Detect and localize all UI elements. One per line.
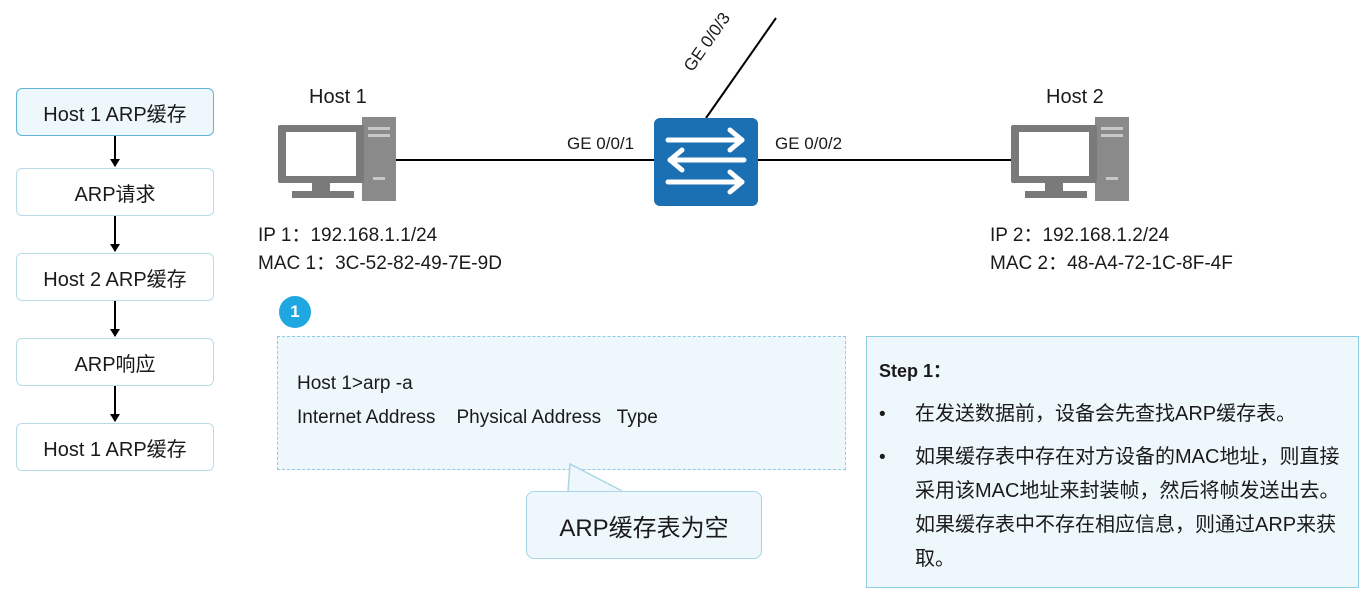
flow-step-arp-reply: ARP响应 — [16, 338, 214, 386]
step-number-badge: 1 — [279, 296, 311, 328]
cli-command: Host 1>arp -a — [297, 373, 413, 394]
flow-arrow — [110, 301, 120, 337]
host1-computer-icon — [278, 117, 396, 201]
flow-step-arp-request: ARP请求 — [16, 168, 214, 216]
flow-step-host1-cache: Host 1 ARP缓存 — [16, 88, 214, 136]
step-description-panel: Step 1： • 在发送数据前，设备会先查找ARP缓存表。 • 如果缓存表中存… — [866, 336, 1359, 588]
flow-arrow — [110, 386, 120, 422]
flow-arrow — [110, 136, 120, 167]
switch-icon — [654, 118, 758, 206]
bullet-dot: • — [879, 404, 886, 425]
interface-ge001: GE 0/0/1 — [567, 134, 635, 153]
host2-computer-icon — [1011, 117, 1129, 201]
host1-ip: IP 1：192.168.1.1/24 — [258, 225, 438, 246]
callout-pointer — [567, 462, 625, 494]
bullet-dot: • — [879, 447, 886, 468]
flow-step-host2-cache: Host 2 ARP缓存 — [16, 253, 214, 301]
cli-table-header: Internet Address Physical Address Type — [297, 407, 658, 428]
host1-mac: MAC 1：3C-52-82-49-7E-9D — [258, 253, 502, 274]
host2-name: Host 2 — [1046, 86, 1104, 108]
link-switch-uplink — [705, 17, 777, 119]
step-title: Step 1： — [879, 361, 952, 381]
flow-step-host1-cache-final: Host 1 ARP缓存 — [16, 423, 214, 471]
cli-output-box: Host 1>arp -a Internet Address Physical … — [277, 336, 846, 470]
host2-mac: MAC 2：48-A4-72-1C-8F-4F — [990, 253, 1233, 274]
step-bullet-2: 如果缓存表中存在对方设备的MAC地址，则直接采用该MAC地址来封装帧，然后将帧发… — [915, 446, 1340, 570]
host1-name: Host 1 — [309, 86, 367, 108]
interface-ge002: GE 0/0/2 — [775, 134, 843, 153]
empty-cache-callout: ARP缓存表为空 — [526, 491, 762, 559]
flow-arrow — [110, 216, 120, 252]
host2-ip: IP 2：192.168.1.2/24 — [990, 225, 1170, 246]
step-bullet-1: 在发送数据前，设备会先查找ARP缓存表。 — [915, 403, 1297, 425]
